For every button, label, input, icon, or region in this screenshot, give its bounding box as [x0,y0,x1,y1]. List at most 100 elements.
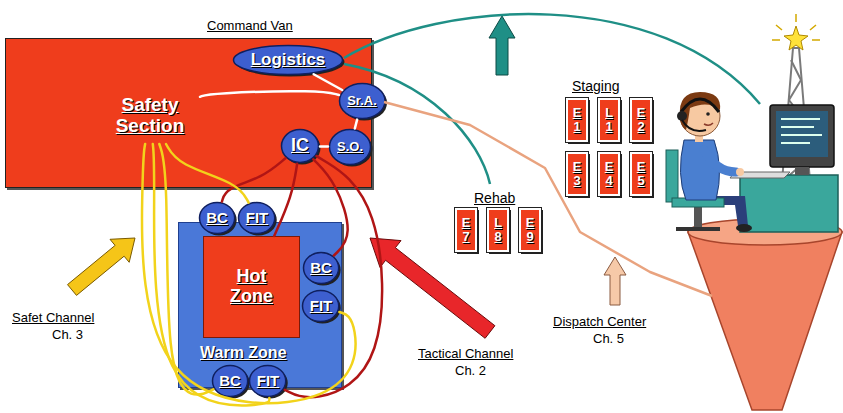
role-circle: BC [198,201,236,235]
node-text: Logistics [251,51,326,70]
role-circle: FIT [301,289,340,323]
logistics-channel-arrow [489,16,515,75]
circle-fill [199,203,234,234]
headset-earpiece [677,111,687,121]
node-text: E 7 [462,216,471,245]
node-text: L 1 [605,106,613,135]
logistics-dispatch-wire [344,14,760,104]
desk [740,175,838,232]
node-text: E 5 [637,160,646,189]
apparatus-card: E 2 [630,98,652,142]
senior-advisor-dispatch-wire [384,102,712,296]
headset-mic [682,120,706,131]
circle-fill [303,291,339,322]
node-text: BC [206,210,228,227]
circle-fill [250,366,286,397]
node-text: E 2 [637,106,646,135]
role-circle: S.O. [328,128,372,166]
circle-fill [212,366,247,397]
area-label: Rehab [474,190,515,206]
section-label-box: Safety Section [100,88,200,144]
node-text: Safety Section [116,95,185,137]
node-text: Hot Zone [230,267,273,307]
label-anchor: Tactical Channel [418,347,513,362]
beacon-star [784,26,808,50]
circle-fill [330,130,371,165]
apparatus-card: L 8 [487,208,509,252]
node-text: E 9 [526,216,535,245]
node-text: E 3 [573,160,582,189]
label-anchor: Safet Channel [12,311,94,326]
dispatcher-figure [666,92,752,232]
node-text: E 4 [605,160,614,189]
monitor-stand [795,167,809,175]
area-label: Dispatch Center [553,315,646,330]
dispatch-funnel [688,219,842,410]
hot-zone-box: Hot Zone [203,236,300,338]
chair-base [676,227,720,231]
role-circle: FIT [248,364,287,398]
role-circle: BC [211,364,249,398]
label-anchor: Rehab [474,190,515,206]
apparatus-card: E 5 [630,152,652,196]
label-anchor: Ch. 3 [52,328,83,343]
headset-band [681,99,719,112]
apparatus-card: E 7 [455,208,477,252]
circle-fill [282,130,319,163]
hair [680,92,720,130]
eye [706,112,710,116]
circle-fill [303,253,338,284]
shoe [736,224,752,232]
node-text: Warm Zone [200,344,287,362]
tactical-channel-arrow [370,238,495,338]
node-text: S.O. [337,140,363,154]
node-text: BC [310,260,332,277]
node-text: L 8 [494,216,502,245]
area-label: Ch. 2 [455,364,486,379]
area-label: Safet Channel [12,311,94,326]
arm [704,150,736,172]
role-circle: Sr.A. [338,82,387,120]
radio-link [320,145,328,148]
chair-back [666,150,678,202]
mouth [704,123,713,125]
circle-fill [339,84,385,119]
chair-post [694,206,702,228]
label-anchor: Ch. 2 [455,364,486,379]
node-text: IC [291,136,309,156]
screen-lines [781,119,822,143]
dispatch-channel-arrow [604,257,626,305]
area-label: Ch. 5 [593,332,624,347]
node-text: FIT [310,298,333,315]
beacon [772,14,820,50]
area-label: Ch. 3 [52,328,83,343]
role-circle: FIT [237,201,276,235]
monitor-screen [776,111,828,157]
label-anchor: Ch. 5 [593,332,624,347]
area-label: Staging [572,78,619,94]
circle-fill [234,46,343,75]
node-text: E 1 [573,106,582,135]
box-heading: Command Van [207,19,293,33]
area-label: Tactical Channel [418,347,513,362]
hand [736,168,744,176]
apparatus-card: E 4 [598,152,620,196]
circle-fill [239,203,275,234]
label-anchor: Staging [572,78,619,94]
apparatus-card: E 1 [566,98,588,142]
node-text: FIT [257,373,280,390]
monitor [770,105,834,167]
apparatus-card: L 1 [598,98,620,142]
warm-zone-box: Warm ZoneBCFITHot ZoneBCFITBCFIT [178,222,342,388]
node-text: BC [219,373,241,390]
apparatus-card: E 9 [519,208,541,252]
funnel-body [688,232,842,410]
apparatus-card: E 3 [566,152,588,196]
node-text: Sr.A. [347,94,377,108]
label-anchor: Dispatch Center [553,315,646,330]
node-text: FIT [246,210,269,227]
safety-channel-arrow [68,238,136,295]
role-circle: Logistics [232,44,344,76]
